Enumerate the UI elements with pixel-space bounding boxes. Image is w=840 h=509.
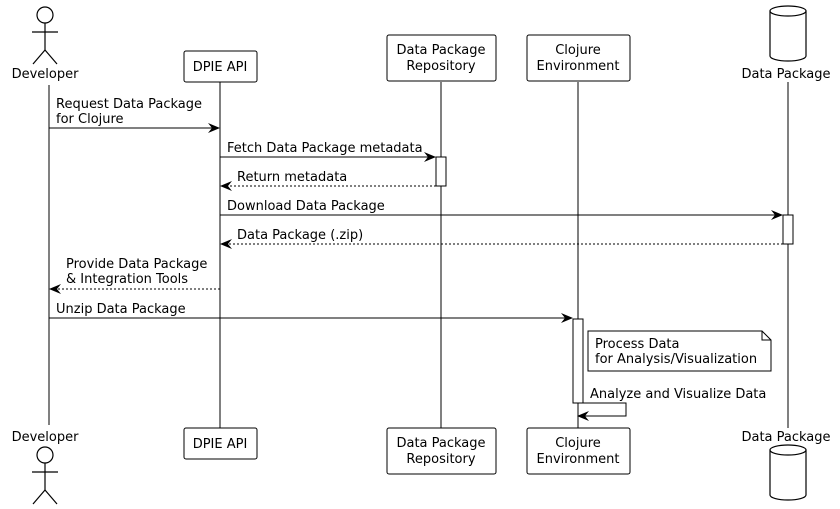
participant-label-line2: Environment [536,452,619,467]
note-process-data: Process Data for Analysis/Visualization [587,330,772,372]
note-label-line2: for Analysis/Visualization [595,352,757,367]
activation-repo [435,156,447,187]
participant-label-line1: Clojure [555,436,601,451]
participant-label-line1: Data Package [396,43,485,58]
participant-label: Developer [12,430,80,445]
message-request-data-package: Request Data Package for Clojure [49,97,220,133]
message-unzip-data-package: Unzip Data Package [49,302,573,323]
participant-label: DPIE API [193,437,248,452]
participant-label-line1: Data Package [396,436,485,451]
database-icon [769,5,807,62]
participant-label-line2: Repository [406,59,475,74]
database-icon [769,444,807,501]
message-label-line1: Provide Data Package [66,257,207,272]
message-label: Data Package (.zip) [237,228,363,243]
participant-clojure-top: Clojure Environment [526,34,631,82]
participant-repo-top: Data Package Repository [386,34,497,82]
note-label-line1: Process Data [595,337,680,352]
actor-icon [32,446,58,505]
participant-clojure-bottom: Clojure Environment [526,427,631,475]
message-label: Return metadata [237,170,347,185]
participant-repo-bottom: Data Package Repository [386,427,497,475]
participant-developer-top: Developer [12,6,80,82]
participant-label: Data Package [741,430,830,445]
message-label-line2: for Clojure [56,112,124,127]
message-provide-data-package: Provide Data Package & Integration Tools [49,257,220,294]
participant-data-package-bottom: Data Package [741,430,831,501]
message-return-metadata: Return metadata [220,170,436,191]
message-arrow [577,402,627,421]
participant-developer-bottom: Developer [12,430,80,505]
participant-label-line2: Repository [406,452,475,467]
participant-dpie-api-top: DPIE API [183,50,258,83]
participant-label: Data Package [741,67,830,82]
message-analyze-visualize: Analyze and Visualize Data [577,387,766,421]
participant-label: DPIE API [193,60,248,75]
message-label-line2: & Integration Tools [66,272,188,287]
participant-label-line2: Environment [536,59,619,74]
participant-label: Developer [12,67,80,82]
activation-clojure [572,318,584,404]
actor-icon [32,6,58,65]
message-download-data-package: Download Data Package [220,199,783,220]
message-label: Fetch Data Package metadata [227,141,423,156]
message-label: Unzip Data Package [56,302,186,317]
message-data-package-zip: Data Package (.zip) [220,228,783,249]
message-fetch-metadata: Fetch Data Package metadata [220,141,436,162]
participant-label-line1: Clojure [555,43,601,58]
message-label-line1: Request Data Package [56,97,202,112]
participant-dpie-api-bottom: DPIE API [183,427,258,460]
participant-data-package-top: Data Package [741,5,831,82]
message-label: Analyze and Visualize Data [590,387,766,402]
activation-data-package [782,214,794,245]
message-label: Download Data Package [227,199,385,214]
